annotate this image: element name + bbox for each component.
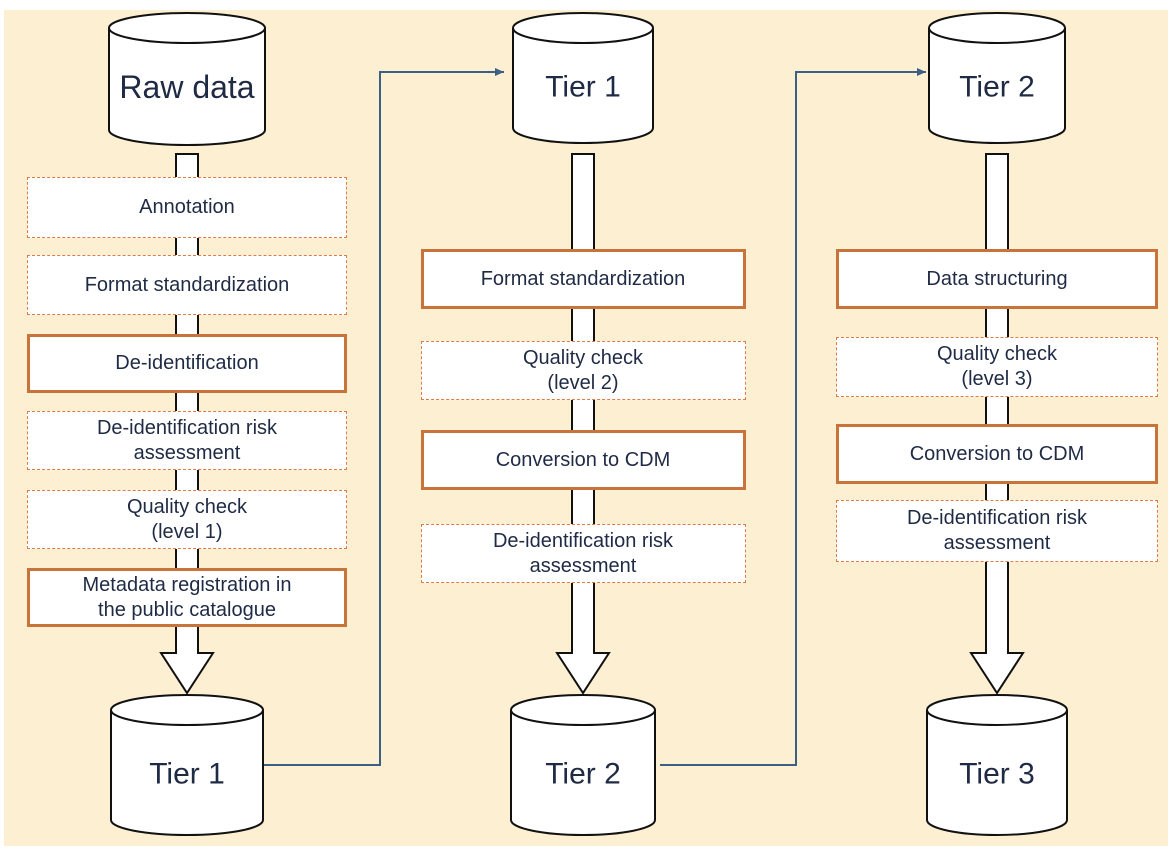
process-step-col2-3: Conversion to CDM	[420, 430, 746, 490]
flow-arrow-col2	[555, 153, 611, 695]
process-step-col2-4: De-identification risk assessment	[420, 524, 746, 583]
process-step-col1-1: Annotation	[27, 177, 347, 238]
process-step-col1-4: De-identification risk assessment	[27, 411, 347, 470]
process-step-col1-6: Metadata registration in the public cata…	[27, 568, 347, 627]
database-source-col1-label: Raw data	[119, 69, 254, 105]
process-step-col1-5: Quality check (level 1)	[27, 490, 347, 549]
process-step-col2-1: Format standardization	[420, 249, 746, 309]
database-source-col3-label: Tier 2	[959, 70, 1035, 103]
connector-col1-to-col2	[254, 68, 504, 766]
process-step-col1-2: Format standardization	[27, 255, 347, 315]
process-step-col2-2: Quality check (level 2)	[420, 341, 746, 400]
process-step-col3-3: Conversion to CDM	[836, 424, 1158, 484]
database-target-col2-label: Tier 2	[545, 757, 621, 790]
database-source-col3: Tier 2	[928, 12, 1066, 144]
database-source-col2: Tier 1	[512, 12, 654, 144]
database-target-col3-label: Tier 3	[959, 757, 1035, 790]
database-source-col2-label: Tier 1	[545, 70, 621, 103]
connector-col2-to-col3	[660, 68, 926, 766]
process-step-col1-3: De-identification	[27, 334, 347, 393]
process-step-col3-1: Data structuring	[836, 249, 1158, 309]
database-target-col2: Tier 2	[510, 694, 656, 836]
database-target-col3: Tier 3	[926, 694, 1068, 836]
database-target-col1: Tier 1	[110, 694, 264, 836]
process-step-col3-4: De-identification risk assessment	[836, 500, 1158, 562]
database-target-col1-label: Tier 1	[149, 757, 225, 790]
flow-arrow-col3	[969, 153, 1025, 695]
database-source-col1: Raw data	[108, 12, 266, 146]
process-step-col3-2: Quality check (level 3)	[836, 337, 1158, 397]
